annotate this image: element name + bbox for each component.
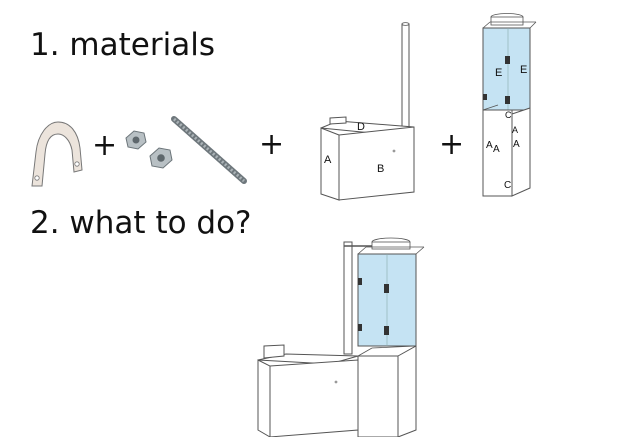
plus-sign: + — [259, 130, 284, 160]
column-labels: E E C A A A A C — [478, 10, 548, 196]
column-label-e-right: E — [520, 64, 527, 76]
column-label-a-right: A — [513, 139, 520, 150]
tank-label-front: B — [377, 163, 384, 175]
heading-materials: 1. materials — [30, 30, 215, 61]
column-label-cap: C — [505, 110, 512, 120]
column-label-e-left: E — [495, 67, 502, 79]
column-label-a-left: A — [486, 140, 493, 151]
tank-labels: A B D — [314, 20, 420, 200]
tank-label-lid: D — [357, 121, 365, 133]
tank-label-side: A — [324, 154, 332, 166]
u-bracket-illustration — [26, 112, 86, 192]
assembled-unit-illustration — [254, 234, 430, 437]
plus-sign: + — [92, 131, 117, 161]
column-label-a-mid: A — [493, 144, 500, 155]
threaded-rod-illustration — [168, 112, 252, 188]
heading-what-to-do: 2. what to do? — [30, 208, 252, 239]
column-label-a-top: A — [512, 125, 518, 135]
column-label-base: C — [504, 180, 511, 191]
plus-sign: + — [439, 130, 464, 160]
